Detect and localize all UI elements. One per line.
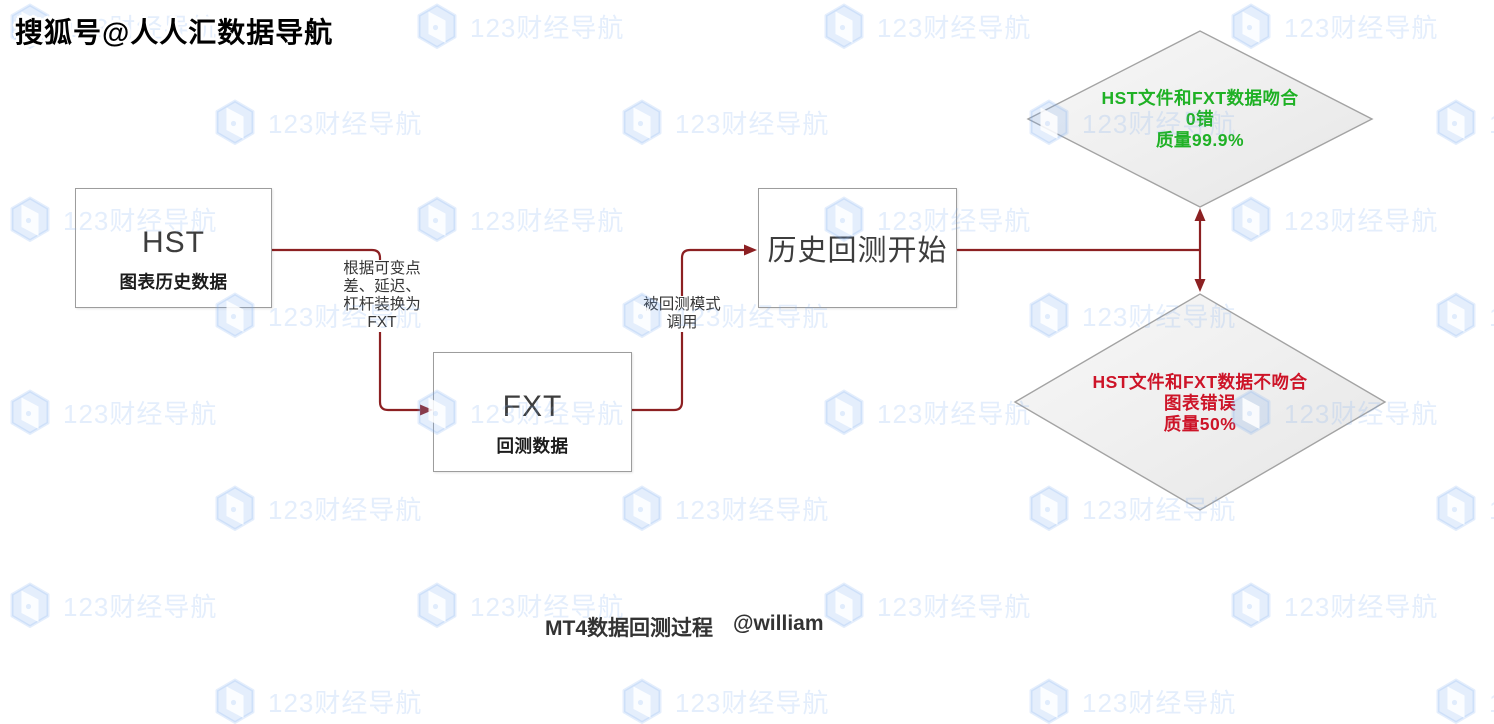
backtest-start-node: 历史回测开始 [758,188,957,308]
caption-author: @william [733,612,824,635]
backtest-start-title: 历史回测开始 [767,235,948,267]
flowchart-canvas [272,30,1387,511]
caption: MT4数据回测过程 @william [545,612,824,642]
hst-node-title: HST [142,226,205,259]
fxt-node-subtitle: 回测数据 [496,436,569,456]
fxt-to-start-arrowhead [744,244,757,256]
edge-label-hst-fxt: 根据可变点 差、延迟、 杠杆装换为 FXT [334,260,430,332]
edge-label-fxt-start: 被回测模式 调用 [634,296,730,332]
start-to-results-arrow [957,219,1202,281]
mismatch-diamond [1013,293,1387,511]
match-result-text: HST文件和FXT数据吻合 0错 质量99.9% [1101,88,1299,150]
hst-node: HST 图表历史数据 [75,188,272,308]
hst-node-subtitle: 图表历史数据 [119,272,228,292]
sohu-watermark-text: 搜狐号@人人汇数据导航 [15,17,334,48]
fxt-node: FXT 回测数据 [433,352,632,472]
mismatch-result-text: HST文件和FXT数据不吻合 图表错误 质量50% [1092,372,1308,434]
fxt-node-title: FXT [502,390,563,423]
caption-title: MT4数据回测过程 [545,617,713,640]
up-arrowhead [1194,208,1206,221]
hst-to-fxt-arrowhead [420,404,433,416]
down-arrowhead [1194,279,1206,292]
match-diamond [1026,30,1374,208]
